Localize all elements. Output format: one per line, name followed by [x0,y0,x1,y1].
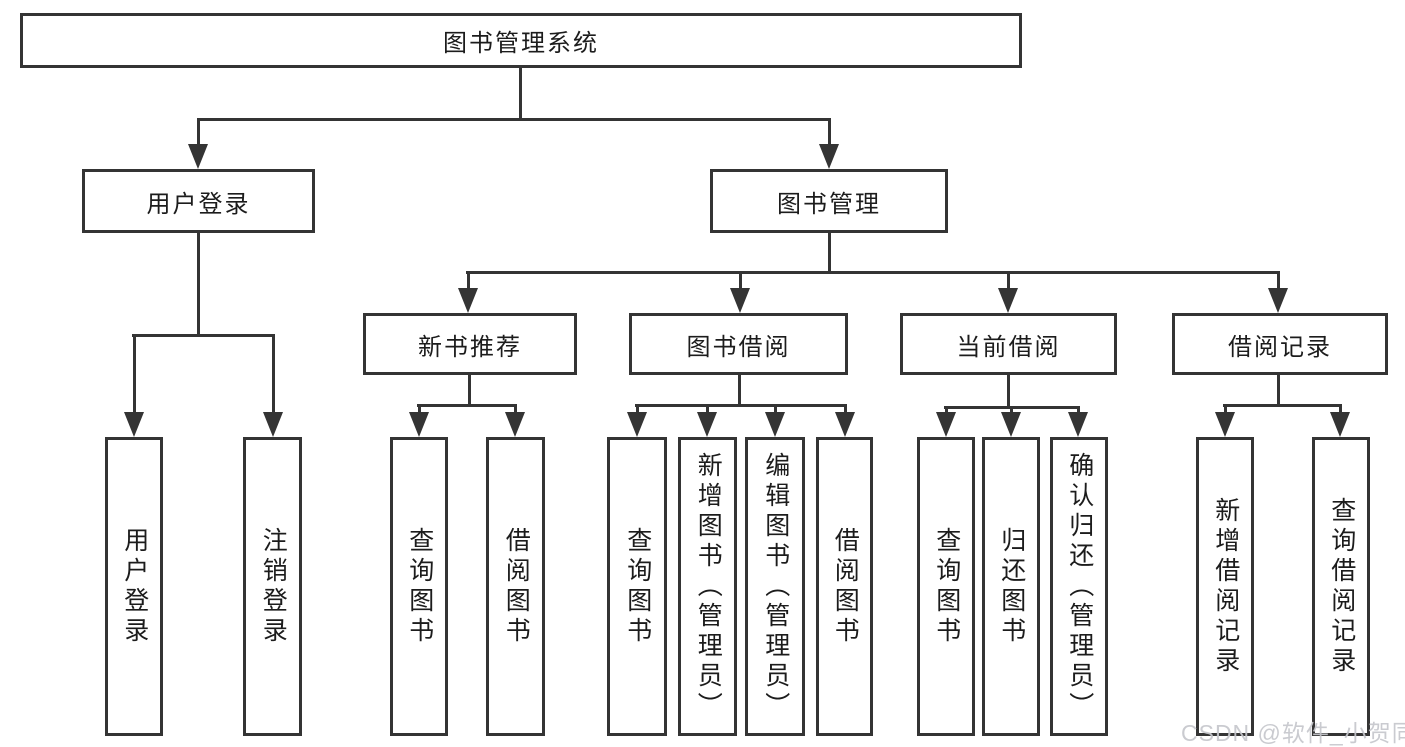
edge-drop-recommend [467,271,470,290]
arrowhead-br-query [1330,412,1350,437]
leaf-add-borrow-record-label: 新增借阅记录 [1211,496,1240,677]
leaf-cb-query-books-label: 查询图书 [932,526,961,647]
node-user-login: 用户登录 [82,169,315,233]
edge-root-bar [197,118,831,121]
arrowhead-br-add [1215,412,1235,437]
edge-records-bar [1223,404,1342,407]
edge-drop-bb-add [706,404,709,414]
arrowhead-leaf-login [124,412,144,437]
leaf-confirm-return-admin-label: 确认归还（管理员） [1065,451,1094,722]
leaf-return-books-label: 归还图书 [997,526,1026,647]
edge-drop-bb-query [636,404,639,414]
leaf-rec-query-books: 查询图书 [390,437,448,736]
edge-drop-leaf-login [133,334,136,414]
leaf-user-login: 用户登录 [105,437,163,736]
arrowhead-bb-edit [765,412,785,437]
leaf-rec-borrow-books-label: 借阅图书 [502,526,531,647]
node-current-borrow: 当前借阅 [900,313,1117,375]
edge-drop-cb-query [945,406,948,414]
leaf-query-borrow-record: 查询借阅记录 [1312,437,1370,736]
edge-drop-current [1007,271,1010,290]
leaf-bb-borrow-books: 借阅图书 [816,437,873,736]
leaf-rec-borrow-books: 借阅图书 [486,437,545,736]
arrowhead-cb-query [936,412,956,437]
edge-login-stem [197,233,200,337]
edge-records-stem [1277,375,1280,407]
leaf-bb-query-books: 查询图书 [607,437,667,736]
edge-drop-leaf-logout [272,334,275,414]
edge-drop-cb-return [1010,406,1013,414]
arrowhead-cb-return [1001,412,1021,437]
edge-drop-cb-confirm [1077,406,1080,414]
arrowhead-recommend [458,288,478,313]
edge-root-stem [519,68,522,121]
node-book-borrow: 图书借阅 [629,313,848,375]
leaf-edit-book-admin-label: 编辑图书（管理员） [761,451,790,722]
edge-mgmt-bar [466,271,1280,274]
arrowhead-bb-borrow [835,412,855,437]
arrowhead-rec-borrow [505,412,525,437]
edge-recommend-bar [417,404,517,407]
leaf-add-book-admin-label: 新增图书（管理员） [694,451,723,722]
edge-current-stem [1007,375,1010,409]
leaf-bb-query-books-label: 查询图书 [623,526,652,647]
leaf-edit-book-admin: 编辑图书（管理员） [745,437,805,736]
edge-drop-bb-borrow [844,404,847,414]
node-book-management: 图书管理 [710,169,948,233]
edge-drop-records [1277,271,1280,290]
leaf-add-book-admin: 新增图书（管理员） [678,437,737,736]
edge-drop-book-management [828,118,831,146]
leaf-query-borrow-record-label: 查询借阅记录 [1327,496,1356,677]
leaf-cb-query-books: 查询图书 [917,437,975,736]
csdn-watermark: CSDN @软件_小贺同学 [1181,720,1405,746]
arrowhead-leaf-logout [263,412,283,437]
edge-drop-rec-borrow [514,404,517,414]
edge-recommend-stem [468,375,471,407]
leaf-confirm-return-admin: 确认归还（管理员） [1050,437,1108,736]
arrowhead-bb-add [697,412,717,437]
leaf-bb-borrow-books-label: 借阅图书 [831,526,860,647]
edge-drop-rec-query [418,404,421,414]
node-library-system: 图书管理系统 [20,13,1022,68]
edge-drop-br-add [1224,404,1227,414]
arrowhead-user-login [188,144,208,169]
arrowhead-current [998,288,1018,313]
node-borrow-records: 借阅记录 [1172,313,1388,375]
leaf-logout-label: 注销登录 [259,526,288,647]
edge-borrow-stem [738,375,741,407]
arrowhead-borrow [730,288,750,313]
arrowhead-records [1268,288,1288,313]
leaf-logout: 注销登录 [243,437,302,736]
leaf-return-books: 归还图书 [982,437,1040,736]
edge-drop-br-query [1339,404,1342,414]
arrowhead-cb-confirm [1068,412,1088,437]
leaf-rec-query-books-label: 查询图书 [405,526,434,647]
leaf-add-borrow-record: 新增借阅记录 [1196,437,1254,736]
edge-drop-borrow [739,271,742,290]
edge-borrow-bar [635,404,847,407]
arrowhead-rec-query [409,412,429,437]
edge-drop-user-login [197,118,200,146]
node-new-book-recommend: 新书推荐 [363,313,577,375]
edge-drop-bb-edit [774,404,777,414]
arrowhead-book-management [819,144,839,169]
arrowhead-bb-query [627,412,647,437]
leaf-user-login-label: 用户登录 [120,526,149,647]
edge-mgmt-stem [828,233,831,274]
edge-login-bar [132,334,275,337]
